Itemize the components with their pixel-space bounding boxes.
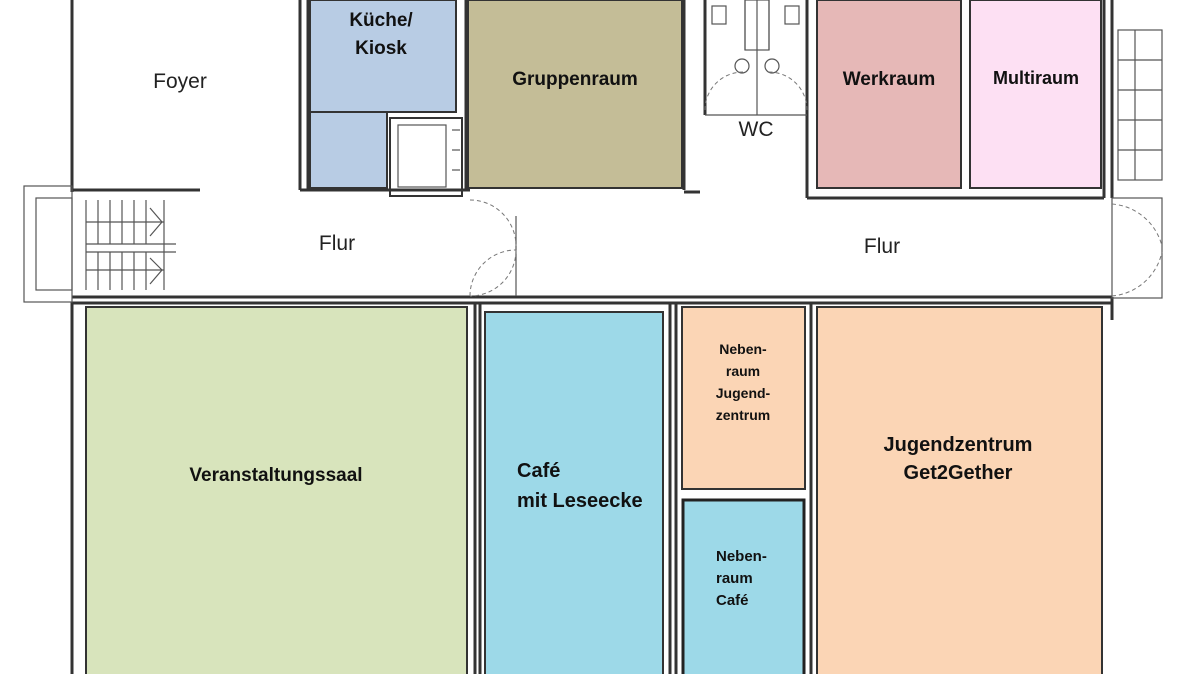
label-line: Werkraum	[843, 69, 936, 90]
room-jugendzentrum[interactable]	[816, 306, 1103, 674]
label-line: Neben-	[719, 341, 767, 357]
label-line: zentrum	[716, 407, 770, 423]
label-line: Veranstaltungssaal	[189, 465, 362, 486]
label-line: Multiraum	[993, 68, 1079, 88]
room-veranstaltungssaal[interactable]	[85, 306, 468, 674]
label-line: Flur	[319, 232, 355, 255]
room-nebenraum-cafe[interactable]	[681, 498, 806, 674]
label-flur-right: Flur	[864, 235, 900, 258]
label-foyer: Foyer	[153, 70, 207, 93]
stair-right	[1111, 29, 1163, 299]
elevator	[389, 117, 463, 197]
label-line: raum	[716, 570, 753, 587]
label-wc: WC	[739, 118, 774, 141]
room-nebenraum-jugendzentrum[interactable]	[681, 306, 806, 490]
stair-left	[23, 185, 176, 303]
label-line: Kiosk	[355, 38, 407, 59]
label-line: Flur	[864, 235, 900, 258]
walls	[70, 0, 1114, 674]
label-line: Küche/	[349, 10, 413, 31]
label-line: Gruppenraum	[512, 69, 638, 90]
corridor-doors	[469, 199, 517, 297]
label-gruppenraum: Gruppenraum	[512, 69, 638, 90]
label-flur-left: Flur	[319, 232, 355, 255]
label-multiraum: Multiraum	[993, 68, 1079, 88]
label-line: mit Leseecke	[517, 490, 643, 512]
room-cafe[interactable]	[484, 311, 664, 674]
room-gruppenraum[interactable]	[467, 0, 683, 189]
label-veranstaltungssaal: Veranstaltungssaal	[189, 465, 362, 486]
label-line: Get2Gether	[904, 462, 1013, 484]
label-line: Jugendzentrum	[884, 434, 1033, 456]
label-line: Jugend-	[716, 385, 771, 401]
label-line: Foyer	[153, 70, 207, 93]
label-werkraum: Werkraum	[843, 69, 936, 90]
label-line: WC	[739, 118, 774, 141]
label-line: raum	[726, 363, 760, 379]
room-kueche-lower	[309, 111, 388, 189]
label-line: Neben-	[716, 548, 767, 565]
label-kueche-kiosk: Küche/Kiosk	[349, 10, 413, 59]
label-line: Café	[716, 592, 749, 609]
label-line: Café	[517, 460, 560, 482]
room-multiraum[interactable]	[969, 0, 1102, 189]
label-cafe: Café mit Leseecke	[517, 460, 643, 512]
room-werkraum[interactable]	[816, 0, 962, 189]
wc-fixtures	[704, 0, 808, 116]
room-kueche[interactable]	[309, 0, 457, 113]
